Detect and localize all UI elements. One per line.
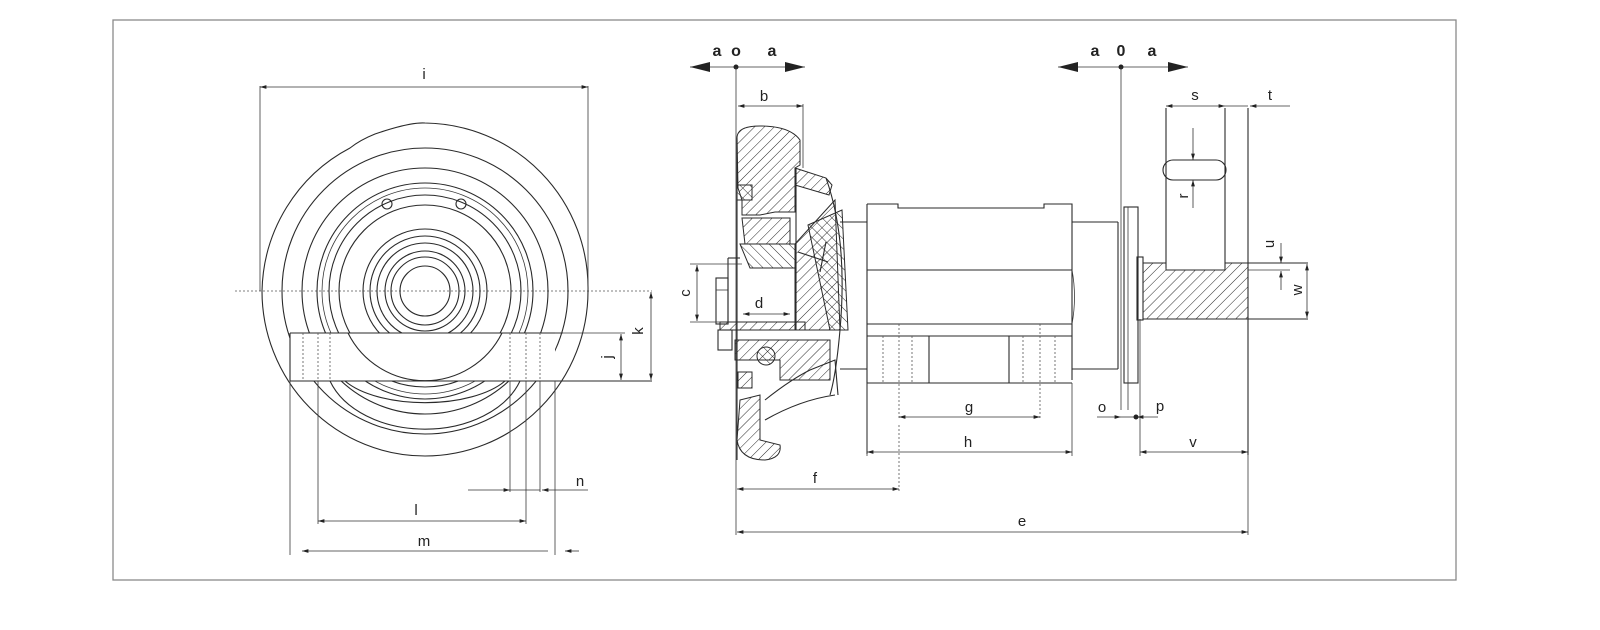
dim-label-r: r — [1175, 194, 1192, 199]
dim-label-u: u — [1261, 240, 1278, 248]
datum-right-a2: a — [1148, 43, 1157, 60]
dim-label-j: j — [599, 355, 616, 359]
dim-label-c: c — [677, 289, 694, 297]
dim-label-d: d — [755, 295, 763, 312]
datum-left-zero: o — [731, 43, 741, 60]
mounting-foot — [289, 332, 652, 430]
dim-label-b: b — [760, 88, 768, 105]
dim-label-p: p — [1156, 398, 1164, 415]
screw-hole-icon — [455, 198, 467, 210]
dim-label-h: h — [964, 434, 972, 451]
slot-icon — [1162, 159, 1227, 181]
datum-left-a2: a — [768, 43, 777, 60]
dim-label-g: g — [965, 399, 973, 416]
datum-left-a: a — [713, 43, 722, 60]
datum-right-zero: 0 — [1117, 43, 1126, 60]
dim-label-i: i — [422, 66, 425, 83]
datum-indicator-left: a o a — [690, 43, 805, 535]
pointer-bracket — [1142, 108, 1308, 455]
datum-right-a: a — [1091, 43, 1100, 60]
dim-label-l: l — [414, 502, 417, 519]
dim-label-t: t — [1268, 87, 1273, 104]
drawing-frame — [112, 19, 1457, 581]
screw-hole-icon — [381, 198, 393, 210]
datum-indicator-right: a 0 a — [1058, 43, 1188, 410]
front-view: i j k n l m — [235, 66, 653, 555]
indicator-body — [866, 203, 1144, 454]
handwheel-section — [715, 125, 849, 461]
dim-label-v: v — [1189, 434, 1197, 451]
dim-label-w: w — [1289, 284, 1306, 296]
dim-label-e: e — [1018, 513, 1026, 530]
dim-label-f: f — [813, 470, 818, 487]
side-view: a o a a 0 a — [677, 43, 1309, 535]
dim-label-n: n — [576, 473, 584, 490]
dim-label-s: s — [1191, 87, 1199, 104]
dim-label-o: o — [1098, 399, 1106, 416]
handwheel-rings — [261, 122, 589, 457]
dim-label-m: m — [418, 533, 431, 550]
dim-label-k: k — [630, 327, 647, 335]
